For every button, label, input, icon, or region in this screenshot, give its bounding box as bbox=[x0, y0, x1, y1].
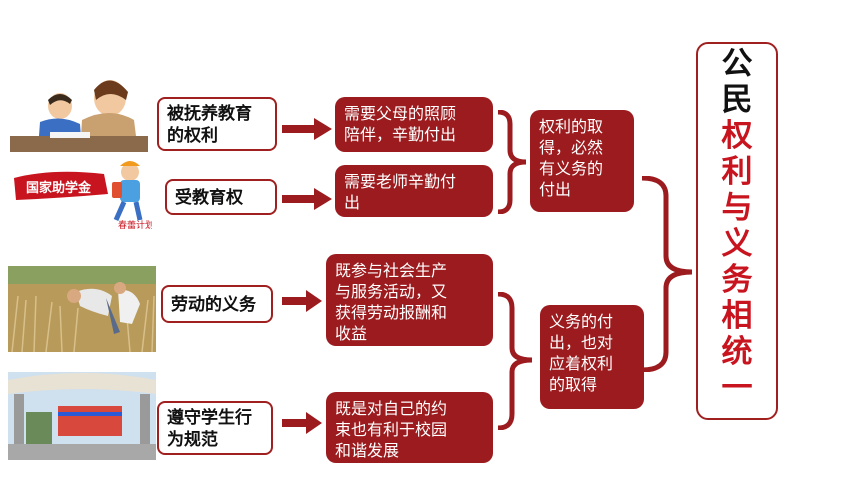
duty-label-conduct-line2: 为规范 bbox=[167, 430, 218, 450]
right-label-upbringing-line1: 被抚养教育 bbox=[167, 104, 252, 124]
duty-label-labor: 劳动的义务 bbox=[161, 285, 273, 323]
duty-label-labor-text: 劳动的义务 bbox=[171, 295, 256, 315]
need-parents-line2: 陪伴，辛勤付出 bbox=[344, 125, 457, 144]
conclusion-char: 公 bbox=[721, 46, 753, 82]
rights-summary-line2: 得，必然 bbox=[539, 138, 604, 157]
rights-summary-line1: 权利的取 bbox=[539, 117, 604, 136]
need-parents-line1: 需要父母的照顾 bbox=[344, 104, 457, 123]
farm-labor-photo bbox=[8, 266, 156, 352]
result-labor-line2: 与服务活动，又 bbox=[335, 282, 448, 301]
result-conduct-line1: 既是对自己的约 bbox=[335, 399, 448, 418]
conclusion-char: 相 bbox=[721, 298, 753, 334]
bracket-duties bbox=[497, 292, 533, 430]
result-labor-line3: 获得劳动报酬和 bbox=[335, 303, 448, 322]
conclusion-char: 一 bbox=[721, 370, 753, 406]
conclusion-char: 务 bbox=[721, 262, 753, 298]
conclusion-char: 与 bbox=[721, 190, 753, 226]
right-label-education-text: 受教育权 bbox=[175, 188, 243, 208]
duties-summary-line1: 义务的付 bbox=[549, 312, 614, 331]
bracket-final bbox=[641, 176, 693, 372]
conclusion-char: 权 bbox=[721, 118, 753, 154]
right-label-upbringing-line2: 的权利 bbox=[167, 126, 218, 146]
arrow-right-icon bbox=[282, 188, 332, 210]
bracket-rights bbox=[497, 110, 527, 214]
duties-summary-line2: 出，也对 bbox=[549, 333, 614, 352]
need-box-teachers: 需要老师辛勤付 出 bbox=[335, 165, 493, 217]
need-teachers-line1: 需要老师辛勤付 bbox=[344, 172, 457, 191]
student-aid-illustration: 国家助学金 春蕾计划 bbox=[14, 161, 152, 230]
result-labor-line4: 收益 bbox=[335, 324, 368, 343]
conclusion-box: 公 民 权 利 与 义 务 相 统 一 bbox=[696, 42, 778, 420]
duties-summary-line4: 的取得 bbox=[549, 375, 598, 394]
duties-summary-box: 义务的付 出，也对 应着权利 的取得 bbox=[540, 305, 644, 409]
need-teachers-line2: 出 bbox=[344, 193, 361, 212]
arrow-right-icon bbox=[282, 290, 322, 312]
svg-text:春蕾计划: 春蕾计划 bbox=[118, 219, 152, 230]
duties-summary-line3: 应着权利 bbox=[549, 354, 614, 373]
duty-label-conduct: 遵守学生行 为规范 bbox=[157, 401, 273, 455]
arrow-right-icon bbox=[282, 412, 322, 434]
right-label-upbringing: 被抚养教育 的权利 bbox=[157, 97, 277, 151]
result-box-labor: 既参与社会生产 与服务活动，又 获得劳动报酬和 收益 bbox=[326, 254, 493, 346]
conclusion-char: 民 bbox=[721, 82, 753, 118]
rights-summary-box: 权利的取 得，必然 有义务的 付出 bbox=[530, 110, 634, 212]
duty-label-conduct-line1: 遵守学生行 bbox=[167, 408, 252, 428]
conclusion-char: 利 bbox=[721, 154, 753, 190]
arrow-right-icon bbox=[282, 118, 332, 140]
need-box-parents: 需要父母的照顾 陪伴，辛勤付出 bbox=[335, 97, 493, 152]
svg-text:国家助学金: 国家助学金 bbox=[26, 180, 92, 196]
conclusion-text: 公 民 权 利 与 义 务 相 统 一 bbox=[698, 46, 776, 406]
conclusion-char: 统 bbox=[721, 334, 753, 370]
school-stage-photo bbox=[8, 372, 156, 460]
parent-tutoring-illustration bbox=[10, 80, 148, 152]
result-conduct-line2: 束也有利于校园 bbox=[335, 420, 448, 439]
conclusion-char: 义 bbox=[721, 226, 753, 262]
result-box-conduct: 既是对自己的约 束也有利于校园 和谐发展 bbox=[326, 392, 493, 463]
rights-summary-line4: 付出 bbox=[539, 180, 572, 199]
right-label-education: 受教育权 bbox=[165, 179, 277, 215]
rights-summary-line3: 有义务的 bbox=[539, 159, 604, 178]
result-labor-line1: 既参与社会生产 bbox=[335, 261, 448, 280]
result-conduct-line3: 和谐发展 bbox=[335, 441, 400, 460]
